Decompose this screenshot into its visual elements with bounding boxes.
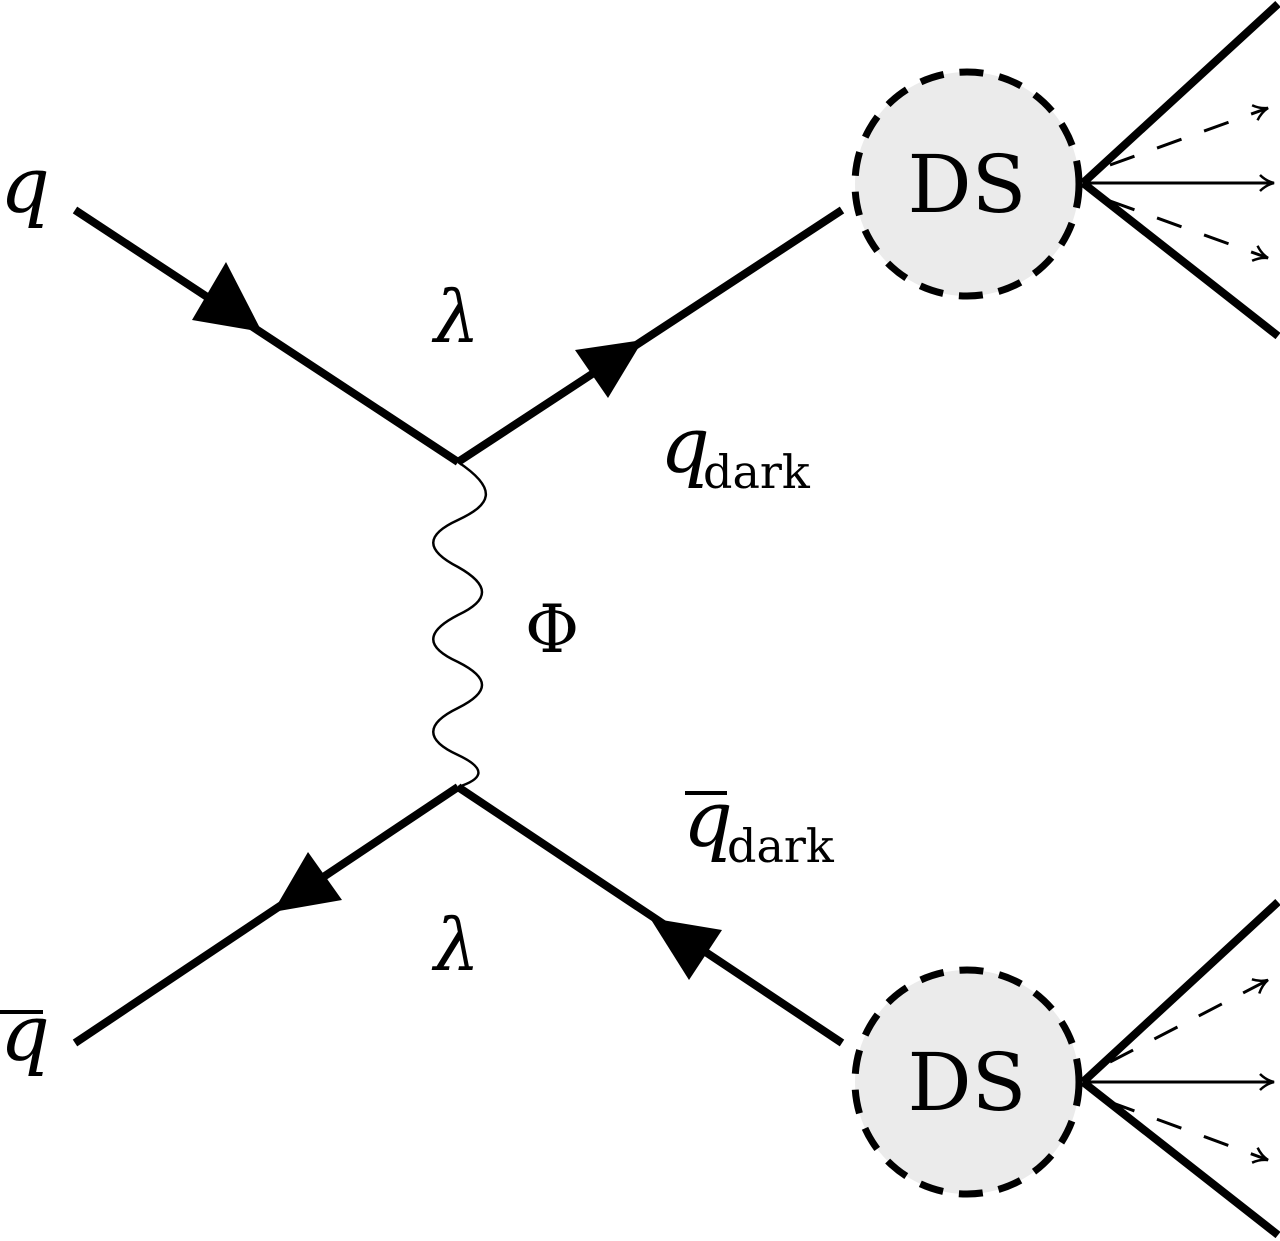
incoming-quark-label: q bbox=[0, 141, 50, 231]
incoming-antiquark-line bbox=[72, 783, 461, 1047]
dark-antiquark-q: q bbox=[683, 775, 733, 865]
antiquark-symbol: q bbox=[0, 989, 50, 1079]
incoming-antiquark-label: q bbox=[0, 989, 50, 1079]
dark-antiquark-arrow-icon bbox=[650, 918, 722, 980]
dark-quark-subscript: dark bbox=[703, 445, 811, 499]
dark-quark-label: q dark bbox=[660, 401, 811, 499]
quark-arrow-icon bbox=[192, 262, 262, 332]
jet-line bbox=[1080, 899, 1280, 1085]
dark-quark-line bbox=[455, 206, 845, 466]
jets-upper bbox=[1080, 1, 1280, 340]
dark-antiquark-subscript: dark bbox=[727, 819, 835, 873]
jet-line bbox=[1080, 1, 1280, 186]
coupling-upper-label: λ bbox=[431, 275, 480, 359]
incoming-quark-line bbox=[72, 206, 461, 466]
mediator-label: Φ bbox=[525, 591, 579, 668]
dark-shower-label: DS bbox=[908, 138, 1027, 231]
dashed-arrow bbox=[1109, 199, 1269, 262]
coupling-lower-label: λ bbox=[431, 903, 480, 987]
dashed-arrow bbox=[1109, 978, 1269, 1064]
dark-quark-symbol: q bbox=[660, 401, 710, 491]
jets-lower bbox=[1080, 899, 1280, 1239]
antiquark-arrow-icon bbox=[273, 852, 342, 912]
dashed-arrow bbox=[1109, 1100, 1269, 1164]
jet-line bbox=[1080, 1078, 1280, 1239]
jet-line bbox=[1080, 179, 1280, 340]
mediator-propagator bbox=[432, 460, 488, 789]
dark-shower-label: DS bbox=[908, 1036, 1027, 1129]
dark-antiquark-label: dark q dark bbox=[683, 775, 835, 873]
dark-antiquark-line bbox=[455, 783, 845, 1047]
dark-shower-upper: DS bbox=[851, 68, 1083, 300]
dark-shower-lower: DS bbox=[851, 966, 1083, 1198]
dark-quark-arrow-icon bbox=[575, 340, 643, 398]
